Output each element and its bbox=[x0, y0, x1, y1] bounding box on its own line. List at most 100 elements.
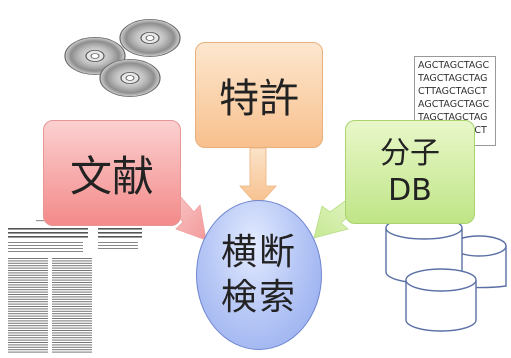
paper-text-line bbox=[8, 298, 48, 300]
paper-text-line bbox=[52, 270, 92, 271]
sequence-line: TAGCTAGCTAG bbox=[418, 112, 488, 123]
paper-text-line bbox=[8, 279, 48, 281]
paper-text-line bbox=[8, 245, 83, 246]
paper-text-line bbox=[8, 327, 48, 329]
paper-text-line bbox=[52, 296, 92, 298]
paper-text-line bbox=[8, 313, 48, 315]
arrow-patent-to-center bbox=[239, 147, 277, 207]
sequence-line: AGCTAGCTAGC bbox=[418, 99, 490, 110]
cross-search-line2: 検索 bbox=[220, 277, 297, 318]
paper-text-line bbox=[98, 228, 142, 230]
paper-text-line bbox=[52, 325, 92, 327]
paper-text-line bbox=[8, 342, 48, 343]
paper-text-line bbox=[98, 245, 138, 246]
paper-text-line bbox=[52, 301, 92, 303]
paper-text-line bbox=[52, 351, 92, 353]
paper-text-line bbox=[52, 308, 92, 310]
paper-text-line bbox=[52, 339, 92, 341]
paper-text-line bbox=[8, 267, 48, 269]
paper-text-line bbox=[8, 349, 48, 351]
paper-text-line bbox=[8, 232, 88, 234]
sequence-line: CTTAGCTAGCT bbox=[418, 86, 487, 97]
paper-text-line bbox=[52, 342, 92, 343]
paper-text-line bbox=[52, 260, 92, 262]
paper-text-line bbox=[8, 260, 48, 262]
paper-text-line bbox=[8, 351, 48, 353]
paper-text-line bbox=[52, 332, 92, 334]
paper-text-line bbox=[8, 258, 48, 259]
paper-text-line bbox=[52, 265, 92, 267]
paper-text-line bbox=[52, 298, 92, 300]
paper-text-line bbox=[52, 282, 92, 283]
paper-text-line bbox=[8, 301, 48, 303]
paper-text-line bbox=[52, 337, 92, 339]
paper-text-line bbox=[8, 337, 48, 339]
paper-text-line bbox=[8, 296, 48, 298]
paper-text-line bbox=[52, 318, 92, 319]
paper-text-line bbox=[8, 322, 48, 324]
patent-box: 特許 bbox=[195, 42, 323, 148]
paper-text-line bbox=[8, 265, 48, 267]
paper-text-line bbox=[98, 248, 138, 249]
sequence-line: TAGCTAGCTAG bbox=[418, 73, 488, 84]
paper-text-line bbox=[8, 248, 83, 249]
paper-text-line bbox=[52, 310, 92, 312]
literature-box: 文献 bbox=[43, 120, 181, 226]
paper-text-line bbox=[52, 303, 92, 305]
paper-text-line bbox=[52, 322, 92, 324]
paper-text-line bbox=[52, 272, 92, 274]
paper-text-line bbox=[8, 291, 48, 293]
paper-text-line bbox=[52, 284, 92, 286]
paper-text-line bbox=[8, 270, 48, 271]
document-paper-icon bbox=[6, 216, 146, 354]
paper-text-line bbox=[98, 242, 138, 243]
paper-text-line bbox=[52, 274, 92, 276]
paper-text-line bbox=[8, 306, 48, 307]
paper-text-line bbox=[8, 262, 48, 264]
paper-text-line bbox=[8, 251, 83, 252]
literature-label: 文献 bbox=[69, 151, 154, 201]
paper-text-line bbox=[8, 310, 48, 312]
paper-text-line bbox=[52, 344, 92, 346]
paper-text-line bbox=[8, 334, 48, 336]
paper-text-line bbox=[52, 294, 92, 295]
paper-text-line bbox=[52, 313, 92, 315]
molecule-db-box: 分子 DB bbox=[345, 120, 475, 224]
cross-search-line1: 横断 bbox=[220, 232, 297, 273]
paper-text-line bbox=[8, 272, 48, 274]
paper-text-line bbox=[8, 330, 48, 331]
paper-text-line bbox=[8, 344, 48, 346]
paper-text-line bbox=[52, 346, 92, 348]
db-label: DB bbox=[388, 173, 432, 208]
paper-text-line bbox=[98, 232, 142, 234]
paper-text-line bbox=[52, 262, 92, 264]
paper-text-line bbox=[52, 330, 92, 331]
paper-text-line bbox=[8, 332, 48, 334]
paper-text-line bbox=[8, 294, 48, 295]
paper-text-line bbox=[52, 258, 92, 259]
paper-text-line bbox=[52, 349, 92, 351]
paper-text-line bbox=[52, 327, 92, 329]
patent-label: 特許 bbox=[219, 76, 299, 122]
paper-text-line bbox=[52, 291, 92, 293]
paper-lines bbox=[8, 220, 142, 353]
paper-text-line bbox=[52, 286, 92, 288]
paper-text-line bbox=[8, 277, 48, 279]
paper-text-line bbox=[8, 325, 48, 327]
paper-text-line bbox=[52, 315, 92, 317]
paper-text-line bbox=[52, 334, 92, 336]
paper-text-line bbox=[8, 282, 48, 283]
paper-text-line bbox=[8, 318, 48, 319]
paper-text-line bbox=[98, 236, 142, 238]
paper-text-line bbox=[8, 320, 48, 322]
paper-text-line bbox=[8, 346, 48, 348]
paper-text-line bbox=[8, 274, 48, 276]
paper-text-line bbox=[8, 303, 48, 305]
paper-text-line bbox=[8, 236, 88, 238]
paper-text-line bbox=[52, 289, 92, 291]
paper-text-line bbox=[8, 289, 48, 291]
database-cylinders-icon bbox=[385, 216, 507, 332]
paper-text-line bbox=[8, 308, 48, 310]
paper-text-line bbox=[8, 228, 88, 230]
